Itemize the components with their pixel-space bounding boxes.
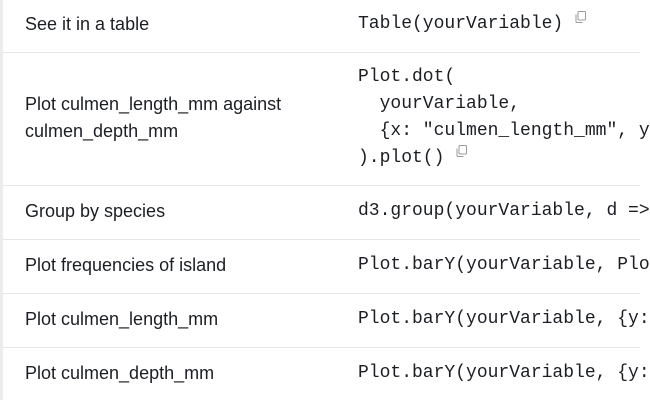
copy-icon[interactable] (575, 11, 587, 24)
row-label-line: Plot culmen_length_mm against (25, 94, 282, 114)
code-line: Plot.barY(yourVariable, {y: (358, 363, 650, 383)
code-line: d3.group(yourVariable, d => (358, 201, 650, 221)
row-code[interactable]: Plot.barY(yourVariable, Plo (358, 252, 650, 279)
row-label: Plot culmen_length_mm (25, 306, 325, 333)
table-row: Plot frequencies of island Plot.barY(you… (3, 240, 650, 294)
row-code[interactable]: Plot.dot( yourVariable, {x: "culmen_leng… (358, 64, 650, 172)
row-label-line: Plot culmen_length_mm (25, 309, 219, 329)
copy-icon[interactable] (456, 145, 468, 158)
row-code[interactable]: Table(yourVariable) (358, 11, 587, 38)
row-label: Plot frequencies of island (25, 252, 325, 279)
table-row: Group by species d3.group(yourVariable, … (3, 186, 650, 240)
code-line: yourVariable, (358, 94, 521, 114)
left-border (0, 0, 3, 400)
table-row: Plot culmen_length_mm against culmen_dep… (3, 53, 650, 186)
code-line: {x: "culmen_length_mm", y (358, 121, 650, 141)
table-row: See it in a table Table(yourVariable) (3, 0, 640, 53)
row-label-line: See it in a table (25, 14, 150, 34)
code-line: Plot.dot( (358, 67, 456, 87)
table-row: Plot culmen_depth_mm Plot.barY(yourVaria… (3, 348, 650, 400)
code-line: Plot.barY(yourVariable, {y: (358, 309, 650, 329)
row-label: Group by species (25, 198, 325, 225)
row-label: Plot culmen_length_mm against culmen_dep… (25, 91, 325, 145)
code-line: ).plot() (358, 148, 445, 168)
row-code[interactable]: d3.group(yourVariable, d => (358, 198, 650, 225)
code-line: Table(yourVariable) (358, 14, 564, 34)
row-label-line: Group by species (25, 201, 166, 221)
table-row: Plot culmen_length_mm Plot.barY(yourVari… (3, 294, 650, 348)
row-code[interactable]: Plot.barY(yourVariable, {y: (358, 306, 650, 333)
row-label-line: Plot culmen_depth_mm (25, 363, 215, 383)
row-label: Plot culmen_depth_mm (25, 360, 325, 387)
row-label-line: Plot frequencies of island (25, 255, 227, 275)
row-code[interactable]: Plot.barY(yourVariable, {y: (358, 360, 650, 387)
code-line: Plot.barY(yourVariable, Plo (358, 255, 650, 275)
row-label-line: culmen_depth_mm (25, 121, 179, 141)
row-label: See it in a table (25, 11, 325, 38)
